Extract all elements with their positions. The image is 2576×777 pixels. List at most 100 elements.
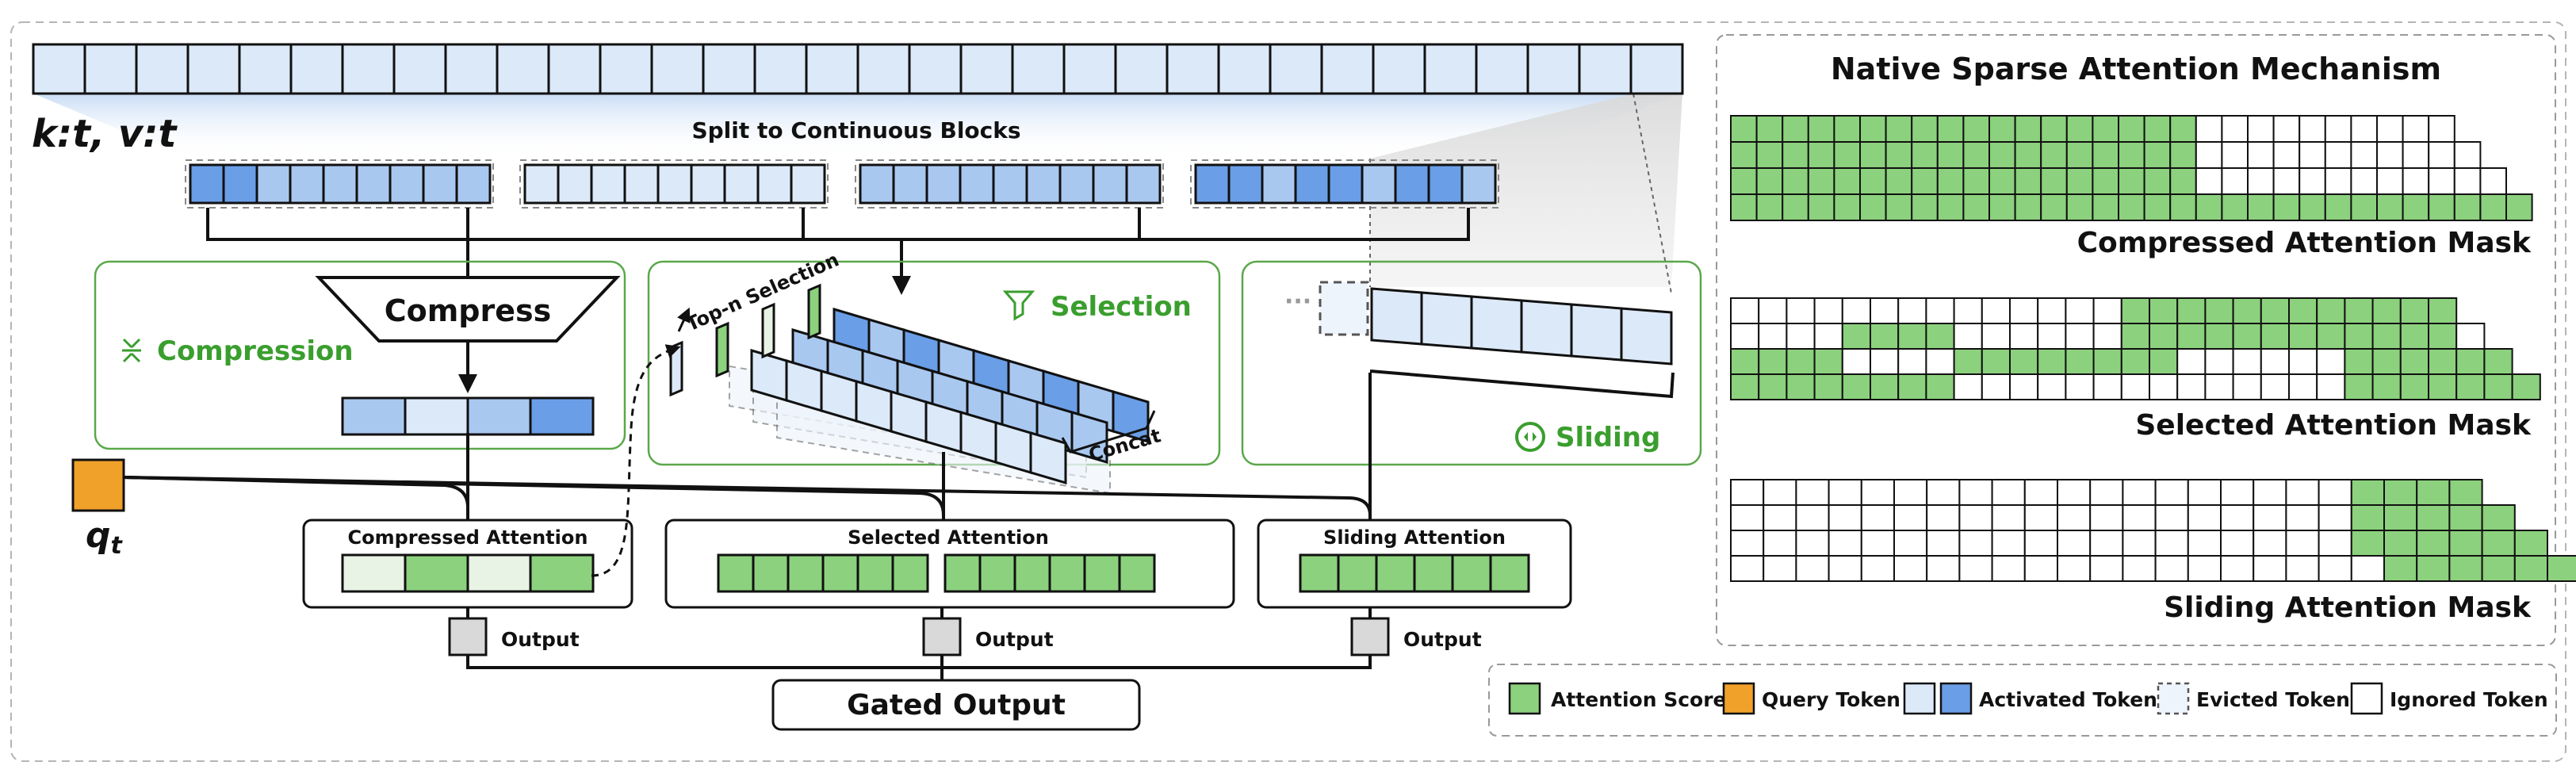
block-token: [1092, 163, 1128, 205]
mask-cell-ignored: [1926, 479, 1961, 506]
top-n-score: [715, 321, 729, 378]
mask-cell-ignored: [1926, 504, 1961, 531]
mask-cell-ignored: [1758, 323, 1788, 350]
mask-cell-attended: [1730, 141, 1758, 169]
mask-cell-attended: [2448, 555, 2483, 582]
mask-cell-ignored: [2428, 115, 2455, 143]
mask-cell-ignored: [2195, 141, 2223, 169]
mask-cell-attended: [1841, 373, 1872, 400]
block-token: [1227, 163, 1264, 205]
mask-cell-attended: [2092, 348, 2122, 375]
mask-cell-ignored: [2220, 530, 2255, 557]
mask-cell-attended: [2232, 323, 2262, 350]
selected-score: [978, 553, 1016, 593]
mask-cell-attended: [2316, 323, 2346, 350]
sliding-frame: [1241, 260, 1702, 466]
selection-stack: [669, 283, 1150, 495]
mask-cell-attended: [1988, 141, 2016, 169]
mask-cell-attended: [2383, 555, 2418, 582]
kv-token-row: [32, 43, 1684, 95]
selected-score: [944, 553, 982, 593]
mask-cell-ignored: [2221, 115, 2249, 143]
kv-token: [1372, 43, 1426, 95]
gated-output-label: Gated Output: [847, 689, 1066, 722]
mask-cell-ignored: [2221, 141, 2249, 169]
mask-cell-attended: [2324, 193, 2352, 221]
mask-cell-attended: [2037, 348, 2067, 375]
mask-cell-attended: [2383, 504, 2418, 531]
mask-cell-attended: [2416, 530, 2451, 557]
kv-token: [753, 43, 808, 95]
block-token: [557, 163, 593, 205]
query-token: [71, 458, 125, 512]
selected-score: [821, 553, 859, 593]
mask-cell-attended: [2176, 297, 2207, 324]
mask-cell-attended: [2428, 323, 2458, 350]
mask-cell-attended: [2065, 193, 2094, 221]
query-label: qt: [86, 515, 124, 560]
selected-score: [891, 553, 929, 593]
top-n-arrow: [677, 307, 691, 332]
mask-cell-ignored: [2221, 167, 2249, 195]
mask-cell-ignored: [2149, 373, 2179, 400]
kv-token: [908, 43, 963, 95]
mask-cell-ignored: [2272, 167, 2301, 195]
mask-cell-ignored: [1991, 504, 2026, 531]
block-token: [455, 163, 492, 205]
mask-cell-ignored: [2453, 167, 2482, 195]
top-n-score: [761, 302, 775, 359]
mask-cell-ignored: [2376, 167, 2404, 195]
mask-cell-ignored: [2376, 115, 2404, 143]
mask-cell-ignored: [1758, 297, 1788, 324]
mask-cell-attended: [2448, 504, 2483, 531]
mask-cell-attended: [2481, 504, 2516, 531]
selected-token: [1029, 431, 1067, 485]
sliding-attention-scores: [1299, 553, 1530, 593]
kv-token: [1217, 43, 1272, 95]
selection-label: Selection: [1051, 291, 1192, 323]
mask-cell-ignored: [2428, 167, 2455, 195]
block-token: [723, 163, 760, 205]
window-token: [1520, 299, 1573, 358]
mask-cell-attended: [1782, 167, 1809, 195]
mask-cell-attended: [1782, 115, 1809, 143]
compressed-attention-mask: [1730, 115, 2533, 221]
mask-cell-ignored: [1981, 323, 2011, 350]
mask-cell-attended: [2118, 167, 2145, 195]
mask-cell-attended: [1833, 193, 1861, 221]
mask-cell-attended: [1755, 115, 1784, 143]
mask-cell-ignored: [2204, 373, 2234, 400]
block-token: [523, 163, 560, 205]
block-token: [1327, 163, 1364, 205]
mask-cell-ignored: [2057, 530, 2092, 557]
block-token: [859, 163, 895, 205]
block-token: [1125, 163, 1162, 205]
mask-cell-ignored: [1991, 479, 2026, 506]
mask-cell-attended: [1885, 193, 1913, 221]
mask-cell-attended: [2316, 297, 2346, 324]
mask-cell-ignored: [2376, 141, 2404, 169]
mask-cell-attended: [2040, 167, 2068, 195]
mask-cell-attended: [2232, 297, 2262, 324]
mask-cell-attended: [1962, 167, 1990, 195]
mask-cell-ignored: [1893, 555, 1928, 582]
block-token: [959, 163, 995, 205]
mask-cell-attended: [1953, 348, 1983, 375]
legend-activated-dark-swatch: [1939, 682, 1973, 715]
mask-cell-ignored: [2092, 323, 2122, 350]
mask-cell-ignored: [2453, 141, 2482, 169]
mask-cell-ignored: [2316, 348, 2346, 375]
mask-cell-ignored: [2285, 479, 2320, 506]
mask-cell-attended: [2428, 297, 2458, 324]
mask-cell-attended: [1936, 141, 1965, 169]
selected-output-label: Output: [975, 628, 1054, 651]
mask-cell-ignored: [1763, 479, 1797, 506]
mask-cell-attended: [2009, 348, 2039, 375]
mask-cell-attended: [1870, 323, 1900, 350]
mask-cell-ignored: [1730, 555, 1765, 582]
mask-cell-attended: [1988, 167, 2016, 195]
mask-cell-ignored: [2428, 141, 2455, 169]
kv-token: [1423, 43, 1478, 95]
mask-cell-attended: [2376, 193, 2404, 221]
mask-cell-attended: [2169, 167, 2197, 195]
